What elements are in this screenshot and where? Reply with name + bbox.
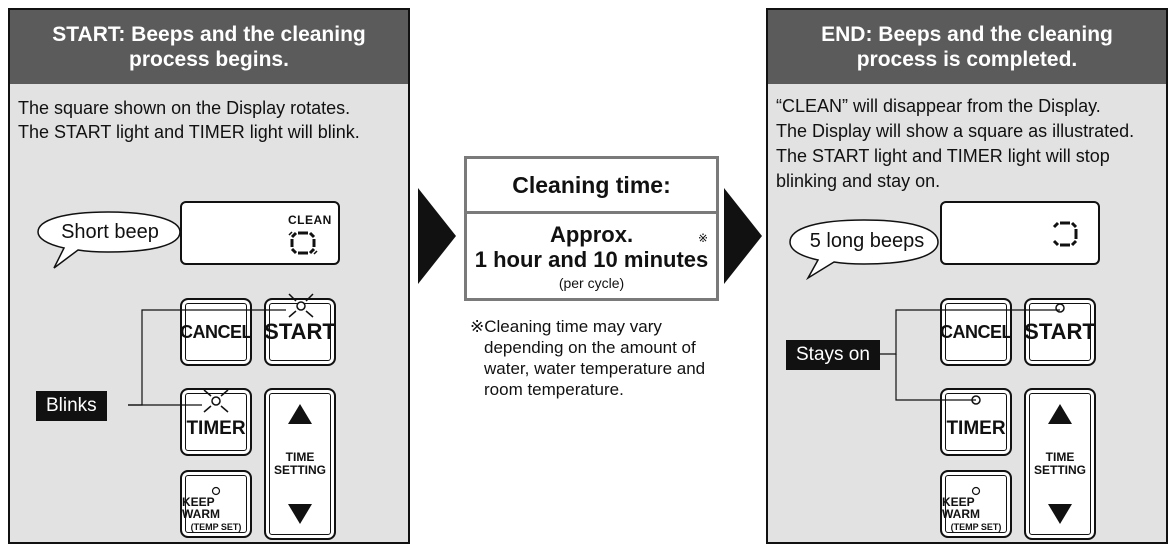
time-label: TIME	[1045, 450, 1075, 464]
cleaning-time-note: ※Cleaning time may vary depending on the…	[470, 316, 705, 400]
start-key: START	[1024, 298, 1096, 366]
long-beeps-bubble: 5 long beeps	[809, 229, 925, 252]
arrow-right-icon	[418, 188, 456, 284]
reference-mark: ※	[697, 231, 708, 245]
display-screen	[940, 201, 1100, 265]
end-title-line1: END: Beeps and the cleaning	[821, 23, 1113, 46]
start-panel-title: START: Beeps and the cleaning process be…	[10, 10, 408, 84]
time-label: TIME	[285, 450, 315, 464]
start-blink-icon	[288, 293, 314, 318]
end-desc-line1: “CLEAN” will disappear from the Display.	[776, 96, 1101, 116]
cleaning-time-box: Cleaning time: Approx. 1 hour and 10 min…	[464, 156, 719, 301]
approx-label: Approx.	[549, 222, 634, 247]
end-desc-line2: The Display will show a square as illust…	[776, 121, 1135, 141]
cancel-key: CANCEL	[940, 298, 1013, 366]
note-line1: ※Cleaning time may vary	[470, 317, 662, 336]
end-desc-line4: blinking and stay on.	[776, 171, 941, 191]
duration-value: 1 hour and 10 minutes	[474, 247, 709, 272]
keep-warm-light-icon	[971, 486, 981, 495]
timer-key-label: TIMER	[946, 418, 1006, 439]
down-arrow-icon	[1048, 504, 1072, 524]
per-cycle-label: (per cycle)	[558, 275, 625, 291]
start-title-line2: process begins.	[129, 48, 289, 71]
keep-warm-key: KEEP WARM (TEMP SET)	[180, 470, 252, 538]
end-panel: END: Beeps and the cleaning process is c…	[766, 8, 1168, 544]
keep-warm-label: KEEP WARM	[182, 494, 220, 521]
keep-warm-light-icon	[211, 486, 221, 495]
square-display-icon	[1052, 221, 1078, 247]
timer-key: TIMER	[940, 388, 1012, 456]
long-beeps-bubble-shape	[789, 219, 939, 281]
start-desc-line2: The START light and TIMER light will bli…	[18, 122, 360, 142]
end-desc-line3: The START light and TIMER light will sto…	[776, 146, 1110, 166]
arrow-right-icon	[724, 188, 762, 284]
stays-on-label: Stays on	[786, 340, 880, 370]
end-description: “CLEAN” will disappear from the Display.…	[776, 94, 1162, 194]
up-arrow-icon	[288, 404, 312, 424]
start-description: The square shown on the Display rotates.…	[18, 96, 404, 144]
stays-on-callout-lines	[878, 309, 1060, 401]
note-line4: room temperature.	[484, 380, 624, 399]
start-title-line1: START: Beeps and the cleaning	[52, 23, 366, 46]
temp-set-label: (TEMP SET)	[190, 521, 242, 532]
cancel-key-label: CANCEL	[940, 321, 1013, 342]
start-key-label: START	[1024, 319, 1096, 344]
cancel-key-label: CANCEL	[180, 321, 253, 342]
end-title-line2: process is completed.	[856, 48, 1078, 71]
start-panel: START: Beeps and the cleaning process be…	[8, 8, 410, 544]
display-screen: CLEAN	[180, 201, 340, 265]
down-arrow-icon	[288, 504, 312, 524]
note-line2: depending on the amount of	[484, 338, 696, 357]
start-key-label: START	[264, 319, 336, 344]
keep-warm-key: KEEP WARM (TEMP SET)	[940, 470, 1012, 538]
blinks-callout-lines	[128, 309, 286, 406]
blinks-label: Blinks	[36, 391, 107, 421]
setting-label: SETTING	[273, 463, 326, 477]
short-beep-bubble-shape	[37, 211, 181, 269]
start-desc-line1: The square shown on the Display rotates.	[18, 98, 351, 118]
cancel-key: CANCEL	[180, 298, 253, 366]
setting-label: SETTING	[1033, 463, 1086, 477]
temp-set-label: (TEMP SET)	[950, 521, 1002, 532]
note-line3: water, water temperature and	[484, 359, 706, 378]
end-panel-title: END: Beeps and the cleaning process is c…	[768, 10, 1166, 84]
timer-blink-icon	[203, 389, 229, 413]
up-arrow-icon	[1048, 404, 1072, 424]
time-setting-key: TIME SETTING	[1024, 388, 1096, 540]
cleaning-time-heading: Cleaning time:	[467, 159, 716, 214]
keep-warm-label: KEEP WARM	[942, 494, 980, 521]
timer-key-label: TIMER	[186, 418, 246, 439]
clean-indicator: CLEAN	[288, 213, 332, 227]
short-beep-bubble: Short beep	[61, 220, 159, 243]
rotating-square-icon	[288, 231, 318, 255]
time-setting-key: TIME SETTING	[264, 388, 336, 540]
